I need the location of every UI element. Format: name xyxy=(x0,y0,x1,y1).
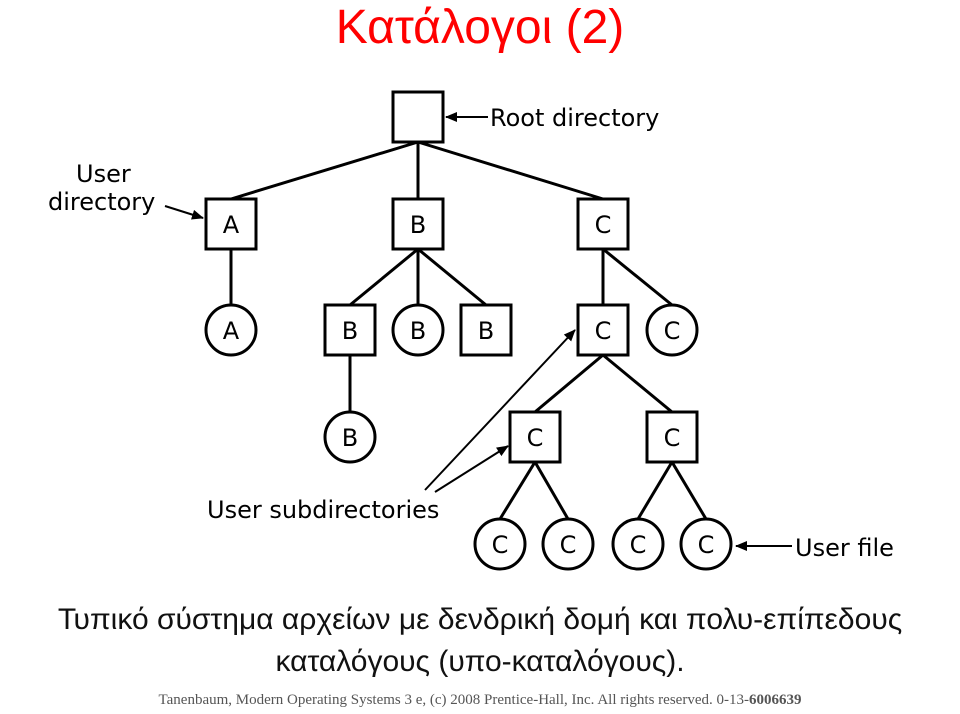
directory-box xyxy=(576,197,630,251)
tree-edges xyxy=(229,140,708,520)
directory-node-dir-b: B xyxy=(391,197,445,251)
node-label: C xyxy=(492,531,509,559)
node-label: C xyxy=(560,531,577,559)
file-circle xyxy=(323,410,377,464)
node-label: C xyxy=(698,531,715,559)
file-node-file-c4: C xyxy=(611,517,665,571)
directory-box xyxy=(391,90,445,144)
user-directory-arrow xyxy=(164,205,204,220)
copyright-footer: Tanenbaum, Modern Operating Systems 3 e,… xyxy=(0,692,960,709)
file-node-file-a: A xyxy=(204,303,258,357)
node-label: B xyxy=(342,424,358,452)
file-node-file-c5: C xyxy=(679,517,733,571)
file-node-file-b2: B xyxy=(323,410,377,464)
file-circle xyxy=(473,517,527,571)
file-node-file-c2: C xyxy=(473,517,527,571)
file-circle xyxy=(391,303,445,357)
caption-line-1: Τυπικό σύστημα αρχείων με δενδρική δομή … xyxy=(57,603,903,636)
directory-node-dir-b2: B xyxy=(459,303,513,357)
file-circle xyxy=(611,517,665,571)
node-label: B xyxy=(410,211,426,239)
user-directory-label-line1: User xyxy=(76,160,131,188)
user-subdirectories-arrow-1 xyxy=(424,329,576,491)
caption-line-2: καταλόγους (υπο-καταλόγους). xyxy=(275,645,685,678)
edge-dir-c1-to-dir-c2 xyxy=(534,353,604,414)
node-label: C xyxy=(595,317,612,345)
user-directory-label-line2: directory xyxy=(48,188,155,216)
node-label: B xyxy=(478,317,494,345)
file-node-file-c1: C xyxy=(645,303,699,357)
directory-node-root xyxy=(391,90,445,144)
file-node-file-b1: B xyxy=(391,303,445,357)
node-label: C xyxy=(664,424,681,452)
node-label: C xyxy=(527,424,544,452)
directory-node-dir-a: A xyxy=(204,197,258,251)
file-node-file-c3: C xyxy=(541,517,595,571)
directory-node-dir-c: C xyxy=(576,197,630,251)
directory-box xyxy=(645,410,699,464)
directory-box xyxy=(391,197,445,251)
file-circle xyxy=(645,303,699,357)
file-circle xyxy=(204,303,258,357)
edge-dir-c-to-file-c1 xyxy=(602,247,673,307)
user-subdirectories-label: User subdirectories xyxy=(207,496,439,524)
slide-title: Κατάλογοι (2) xyxy=(335,1,625,54)
directory-node-dir-c1: C xyxy=(576,303,630,357)
user-subdirectories-arrow-2 xyxy=(434,445,509,493)
directory-tree-diagram: A B C A B B B B C C C C C C C C Root directory User dir… xyxy=(48,90,894,571)
edge-dir-c3-to-file-c4 xyxy=(636,461,674,520)
directory-box xyxy=(204,197,258,251)
edge-dir-c3-to-file-c5 xyxy=(670,461,708,520)
edge-dir-c2-to-file-c2 xyxy=(498,461,537,520)
footer-isbn-bold: 6006639 xyxy=(748,692,802,708)
edge-root-to-dir-c xyxy=(417,140,604,201)
node-label: B xyxy=(410,317,426,345)
directory-node-dir-c3: C xyxy=(645,410,699,464)
root-directory-label: Root directory xyxy=(490,104,659,132)
node-label: A xyxy=(223,211,240,239)
edge-dir-b-to-dir-b2 xyxy=(417,247,487,307)
callouts: Root directory User directory User subdi… xyxy=(48,104,894,562)
edge-dir-b-to-dir-b1 xyxy=(349,247,419,307)
directory-box xyxy=(576,303,630,357)
node-label: C xyxy=(595,211,612,239)
edge-dir-c1-to-dir-c3 xyxy=(602,353,673,414)
edge-dir-c2-to-file-c3 xyxy=(533,461,570,520)
directory-node-dir-c2: C xyxy=(508,410,562,464)
directory-box xyxy=(459,303,513,357)
node-label: B xyxy=(342,317,358,345)
directory-box xyxy=(323,303,377,357)
directory-node-dir-b1: B xyxy=(323,303,377,357)
file-circle xyxy=(541,517,595,571)
footer-text: Tanenbaum, Modern Operating Systems 3 e,… xyxy=(158,692,749,708)
file-circle xyxy=(679,517,733,571)
node-label: C xyxy=(630,531,647,559)
node-label: C xyxy=(664,317,681,345)
edge-root-to-dir-a xyxy=(230,140,419,201)
node-label: A xyxy=(223,317,240,345)
tree-nodes: A B C A B B B B C C C C C C C C xyxy=(204,90,733,571)
directory-box xyxy=(508,410,562,464)
user-file-label: User file xyxy=(795,534,894,562)
